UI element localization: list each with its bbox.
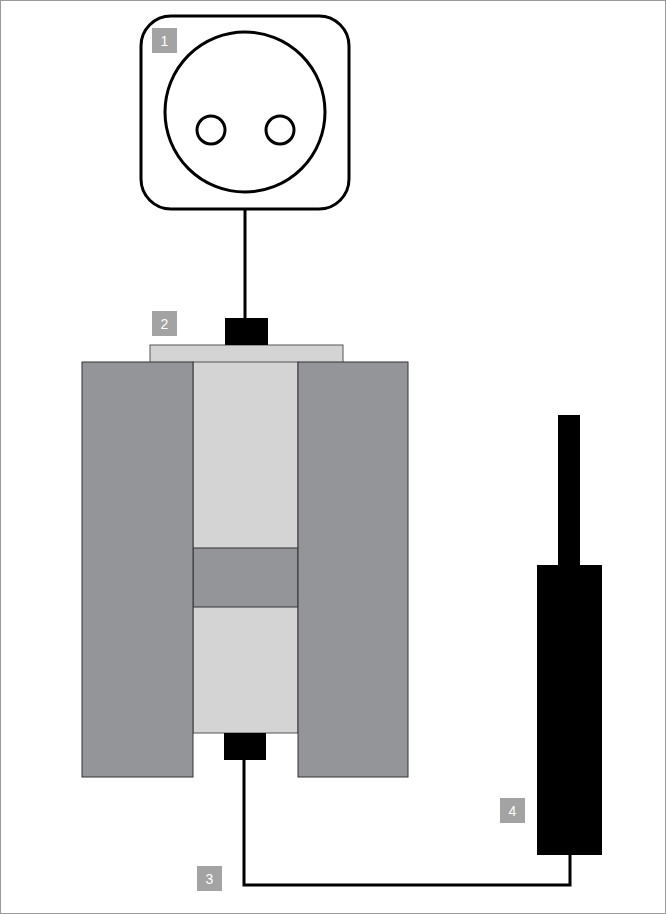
plug [225, 318, 268, 345]
callout-number: 1 [152, 28, 177, 53]
side-panel [298, 362, 408, 777]
socket-hole [197, 116, 225, 144]
output-cable [244, 760, 570, 885]
side-panel [82, 362, 193, 777]
device-tip [558, 415, 580, 567]
charger-body [193, 362, 298, 733]
power-cable [244, 209, 247, 320]
socket-hole [266, 116, 294, 144]
top-bar [150, 345, 343, 363]
socket-face [165, 32, 325, 192]
charger-band [193, 548, 298, 607]
device-body [537, 565, 602, 855]
wall-socket [141, 16, 349, 209]
callout-number: 2 [152, 311, 177, 336]
plug [224, 733, 266, 760]
callout-number: 3 [197, 866, 222, 891]
callout-number: 4 [500, 798, 525, 823]
